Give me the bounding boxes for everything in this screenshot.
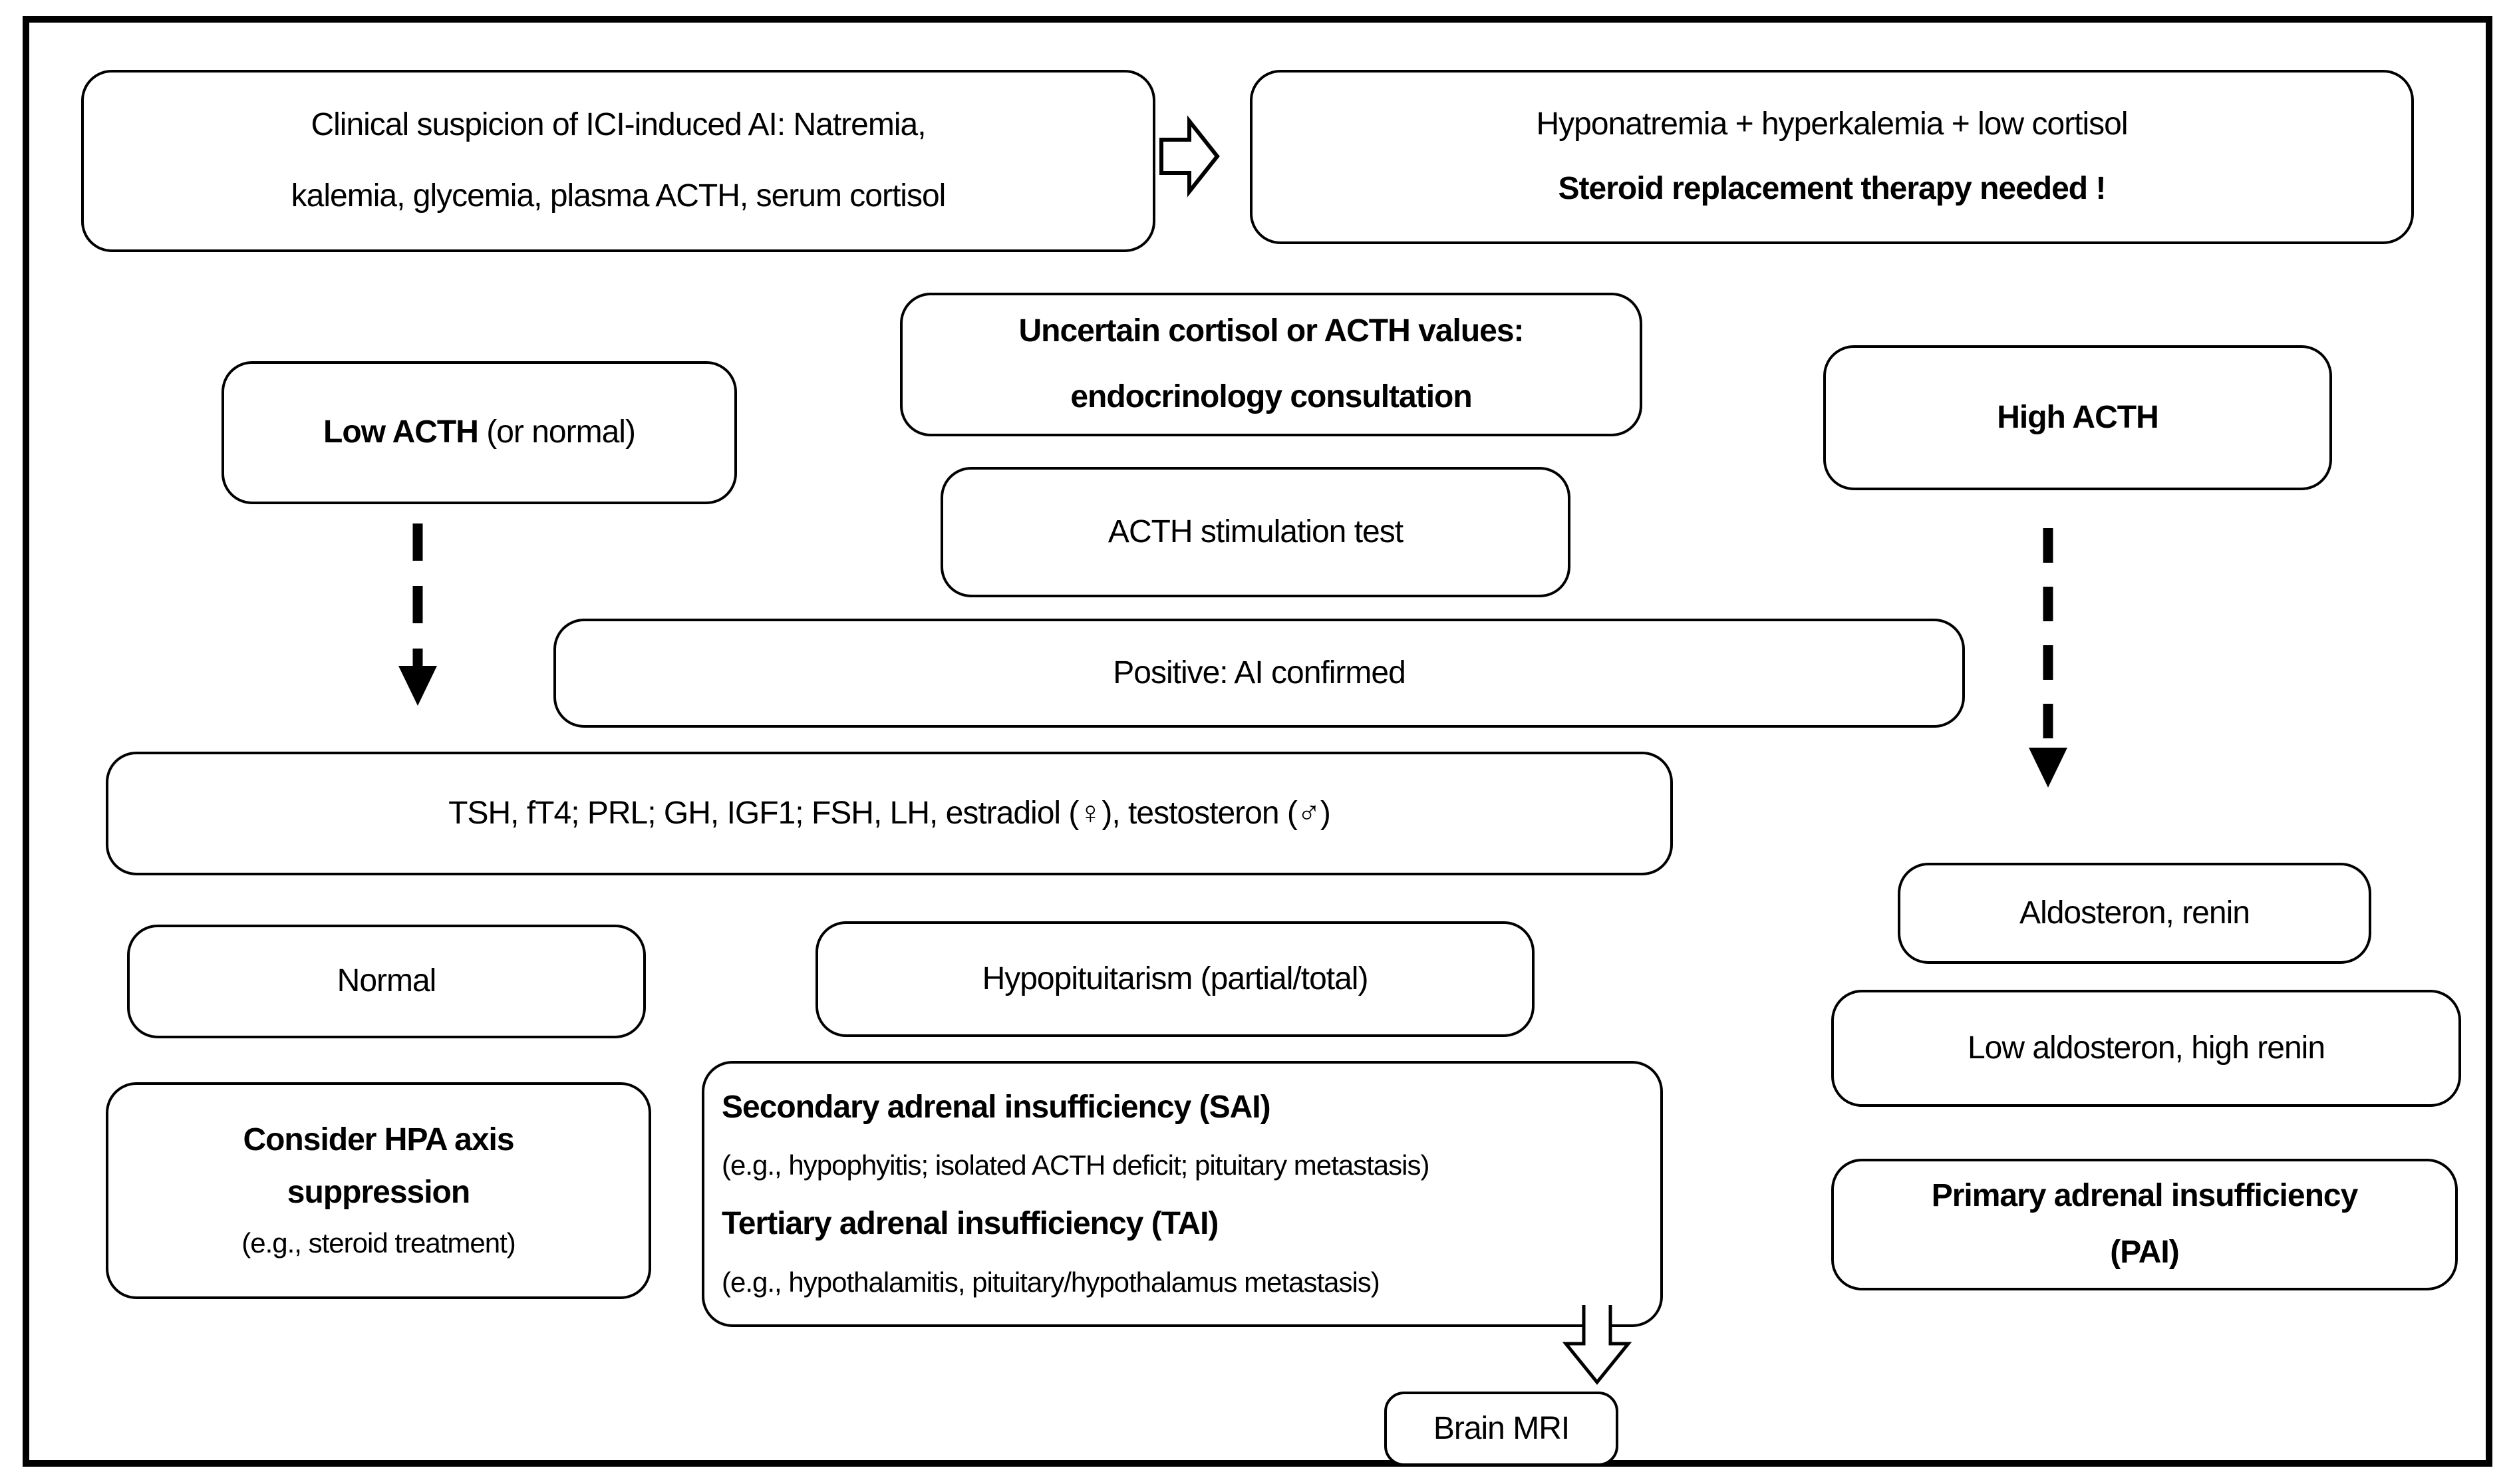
box-pituitary-hormone-panel: TSH, fT4; PRL; GH, IGF1; FSH, LH, estrad… bbox=[106, 752, 1673, 875]
hpa-suppression-line3: (e.g., steroid treatment) bbox=[241, 1227, 516, 1259]
box-low-aldosteron-high-renin: Low aldosteron, high renin bbox=[1831, 990, 2461, 1107]
brain-mri-label: Brain MRI bbox=[1433, 1410, 1570, 1446]
high-acth-label: High ACTH bbox=[1997, 399, 2159, 435]
box-brain-mri: Brain MRI bbox=[1384, 1392, 1618, 1466]
box-uncertain-values: Uncertain cortisol or ACTH values: endoc… bbox=[900, 293, 1642, 436]
dashed-down-arrow-icon-left bbox=[398, 523, 437, 706]
aldosteron-renin-label: Aldosteron, renin bbox=[2019, 895, 2250, 931]
pituitary-panel-label: TSH, fT4; PRL; GH, IGF1; FSH, LH, estrad… bbox=[448, 795, 1331, 831]
tai-title: Tertiary adrenal insufficiency (TAI) bbox=[722, 1206, 1219, 1241]
box-aldosteron-renin: Aldosteron, renin bbox=[1898, 863, 2371, 964]
box-hypopituitarism: Hypopituitarism (partial/total) bbox=[815, 921, 1535, 1037]
steroid-replacement-line2: Steroid replacement therapy needed ! bbox=[1558, 171, 2107, 206]
box-steroid-replacement: Hyponatremia + hyperkalemia + low cortis… bbox=[1250, 70, 2414, 244]
pai-line1: Primary adrenal insufficiency bbox=[1931, 1178, 2359, 1214]
box-primary-adrenal-insufficiency: Primary adrenal insufficiency (PAI) bbox=[1831, 1159, 2458, 1290]
uncertain-values-line2: endocrinology consultation bbox=[1070, 379, 1472, 414]
right-block-arrow-icon bbox=[1159, 115, 1220, 198]
box-high-acth: High ACTH bbox=[1823, 345, 2332, 490]
dashed-down-arrow-icon-right bbox=[2029, 528, 2067, 788]
steroid-replacement-line1: Hyponatremia + hyperkalemia + low cortis… bbox=[1536, 106, 2128, 142]
positive-ai-label: Positive: AI confirmed bbox=[1113, 655, 1406, 690]
box-acth-stimulation-test: ACTH stimulation test bbox=[941, 467, 1570, 597]
acth-stimulation-label: ACTH stimulation test bbox=[1108, 514, 1404, 549]
hpa-suppression-line1: Consider HPA axis bbox=[243, 1121, 514, 1157]
sai-title: Secondary adrenal insufficiency (SAI) bbox=[722, 1089, 1271, 1125]
clinical-suspicion-line2: kalemia, glycemia, plasma ACTH, serum co… bbox=[291, 178, 947, 214]
low-acth-rest: (or normal) bbox=[478, 414, 636, 450]
low-acth-bold: Low ACTH bbox=[323, 414, 479, 450]
low-acth-label: Low ACTH (or normal) bbox=[323, 414, 636, 450]
outer-frame bbox=[23, 16, 2492, 1467]
low-aldosteron-label: Low aldosteron, high renin bbox=[1967, 1030, 2325, 1066]
uncertain-values-line1: Uncertain cortisol or ACTH values: bbox=[1018, 313, 1524, 349]
box-sai-tai: Secondary adrenal insufficiency (SAI) (e… bbox=[702, 1061, 1663, 1327]
box-normal: Normal bbox=[127, 925, 646, 1038]
normal-label: Normal bbox=[337, 963, 437, 999]
tai-examples: (e.g., hypothalamitis, pituitary/hypotha… bbox=[722, 1266, 1380, 1298]
box-clinical-suspicion: Clinical suspicion of ICI-induced AI: Na… bbox=[81, 70, 1155, 252]
hpa-suppression-line2: suppression bbox=[287, 1174, 470, 1210]
box-low-acth: Low ACTH (or normal) bbox=[222, 361, 737, 504]
pai-line2: (PAI) bbox=[2110, 1235, 2179, 1270]
hypopituitarism-label: Hypopituitarism (partial/total) bbox=[982, 961, 1369, 996]
clinical-suspicion-line1: Clinical suspicion of ICI-induced AI: Na… bbox=[311, 107, 926, 143]
down-block-arrow-icon bbox=[1562, 1305, 1632, 1385]
box-hpa-axis-suppression: Consider HPA axis suppression (e.g., ste… bbox=[106, 1082, 651, 1299]
sai-examples: (e.g., hypophyitis; isolated ACTH defici… bbox=[722, 1149, 1429, 1181]
box-positive-ai-confirmed: Positive: AI confirmed bbox=[553, 619, 1965, 728]
